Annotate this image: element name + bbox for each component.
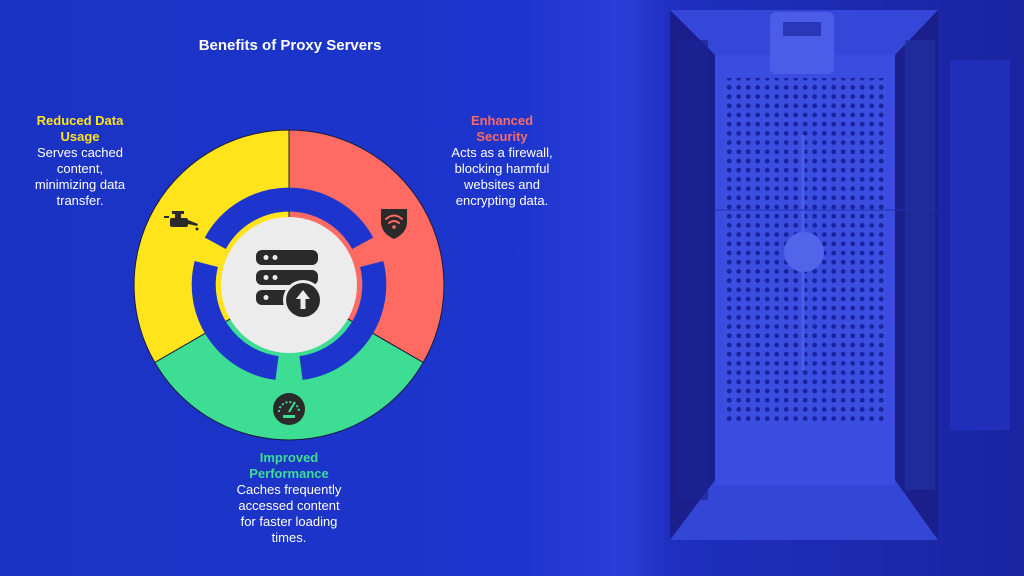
benefit-description: times.: [271, 530, 307, 545]
benefit-description: minimizing data: [34, 177, 126, 192]
benefit-label: Security: [476, 129, 528, 144]
benefit-label: Performance: [249, 466, 329, 481]
diagram-title: Benefits of Proxy Servers: [198, 37, 382, 54]
benefit-description: transfer.: [56, 193, 104, 208]
benefit-enhanced-security: Enhanced Security Acts as a firewall, bl…: [432, 113, 572, 209]
benefit-label: Enhanced: [470, 113, 534, 128]
benefit-description: blocking harmful: [454, 161, 550, 176]
wifi-shield-icon: [381, 209, 407, 239]
benefit-improved-performance: Improved Performance Caches frequently a…: [214, 450, 364, 546]
server-upload-icon: [256, 250, 323, 320]
oil-can-icon: [164, 211, 199, 231]
benefits-ring-diagram: [133, 129, 445, 441]
benefit-description: content,: [56, 161, 104, 176]
benefit-description: accessed content: [238, 498, 340, 513]
benefit-description: encrypting data.: [455, 193, 549, 208]
speedometer-icon: [273, 393, 305, 425]
benefit-label: Reduced Data: [36, 113, 124, 128]
benefit-description: for faster loading: [240, 514, 338, 529]
benefit-description: Serves cached: [37, 145, 123, 160]
benefit-description: Caches frequently: [236, 482, 342, 497]
benefit-reduced-data-usage: Reduced Data Usage Serves cached content…: [10, 113, 150, 209]
benefit-label: Improved: [259, 450, 319, 465]
ring-segment-improved-performance: [154, 284, 424, 441]
server-photo: [620, 0, 1024, 576]
benefit-description: websites and: [464, 177, 540, 192]
benefit-description: Acts as a firewall,: [451, 145, 553, 160]
inner-blue-ring: [191, 187, 387, 380]
benefit-label: Usage: [60, 129, 100, 144]
